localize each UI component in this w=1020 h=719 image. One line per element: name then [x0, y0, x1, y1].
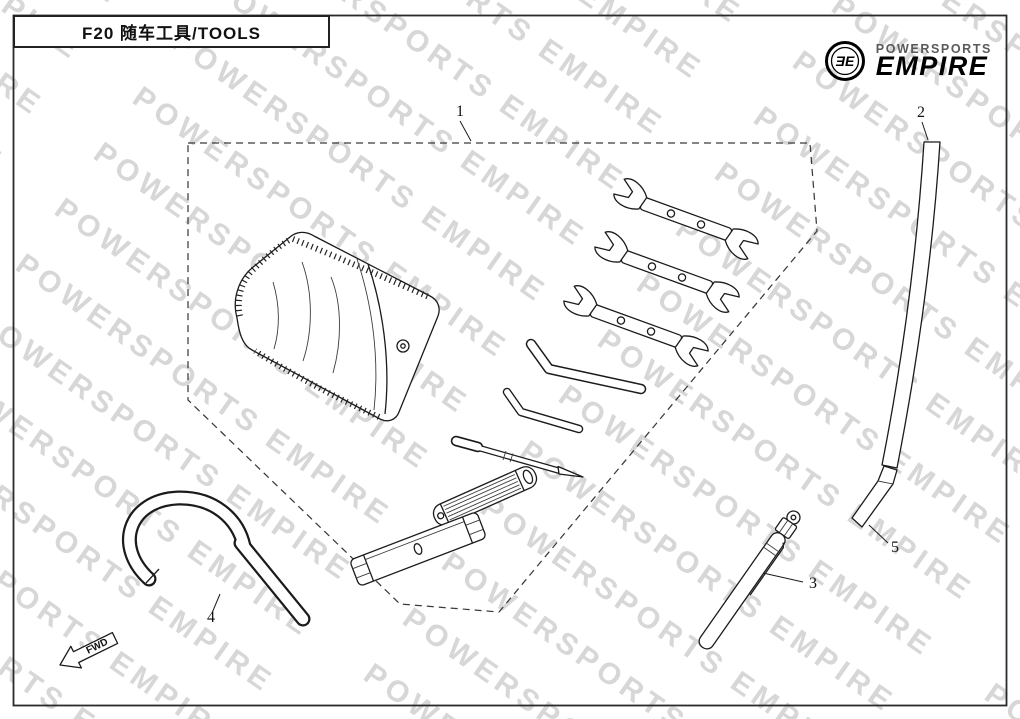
gauge-clip	[749, 542, 784, 596]
brand-logo: ƎE POWERSPORTS EMPIRE	[822, 38, 992, 84]
rod-tip	[851, 465, 898, 528]
callout-3: 3	[809, 575, 817, 592]
brand-emblem-glyph: ƎE	[835, 53, 854, 69]
tool-kit-boundary-dashed	[187, 142, 818, 613]
brand-name-top: POWERSPORTS	[875, 42, 992, 56]
leader-3	[762, 572, 804, 583]
screwdriver	[450, 435, 584, 478]
brand-name-bottom: EMPIRE	[875, 51, 989, 81]
rod	[851, 141, 941, 528]
callout-1: 1	[456, 103, 464, 120]
hex-key-small	[502, 387, 584, 434]
tommy-bar-hole	[413, 543, 423, 555]
hook-tooth	[145, 568, 160, 584]
diagram-title-box: F20 随车工具/TOOLS	[13, 15, 330, 48]
bag-snap-button	[396, 339, 410, 353]
diagram-title: F20 随车工具/TOOLS	[82, 24, 261, 43]
callout-2: 2	[917, 104, 925, 121]
hex-key-large	[525, 338, 647, 395]
callout-5: 5	[891, 539, 899, 556]
pressure-gauge	[698, 510, 801, 650]
brand-emblem-icon: ƎE	[824, 41, 865, 81]
leader-4	[211, 593, 221, 614]
driver-handle-grip	[432, 466, 538, 526]
leader-2	[921, 121, 929, 141]
page-border	[12, 14, 1008, 707]
leader-1	[459, 120, 472, 142]
spark-plug-wrench	[350, 512, 486, 586]
tool-bag	[234, 231, 440, 422]
callout-4: 4	[207, 609, 215, 626]
open-end-wrench-3	[555, 279, 717, 373]
hook-spanner	[121, 490, 311, 627]
fwd-arrow: FWD	[59, 631, 119, 669]
screwdriver-tip	[557, 465, 584, 478]
leader-5	[868, 524, 889, 544]
